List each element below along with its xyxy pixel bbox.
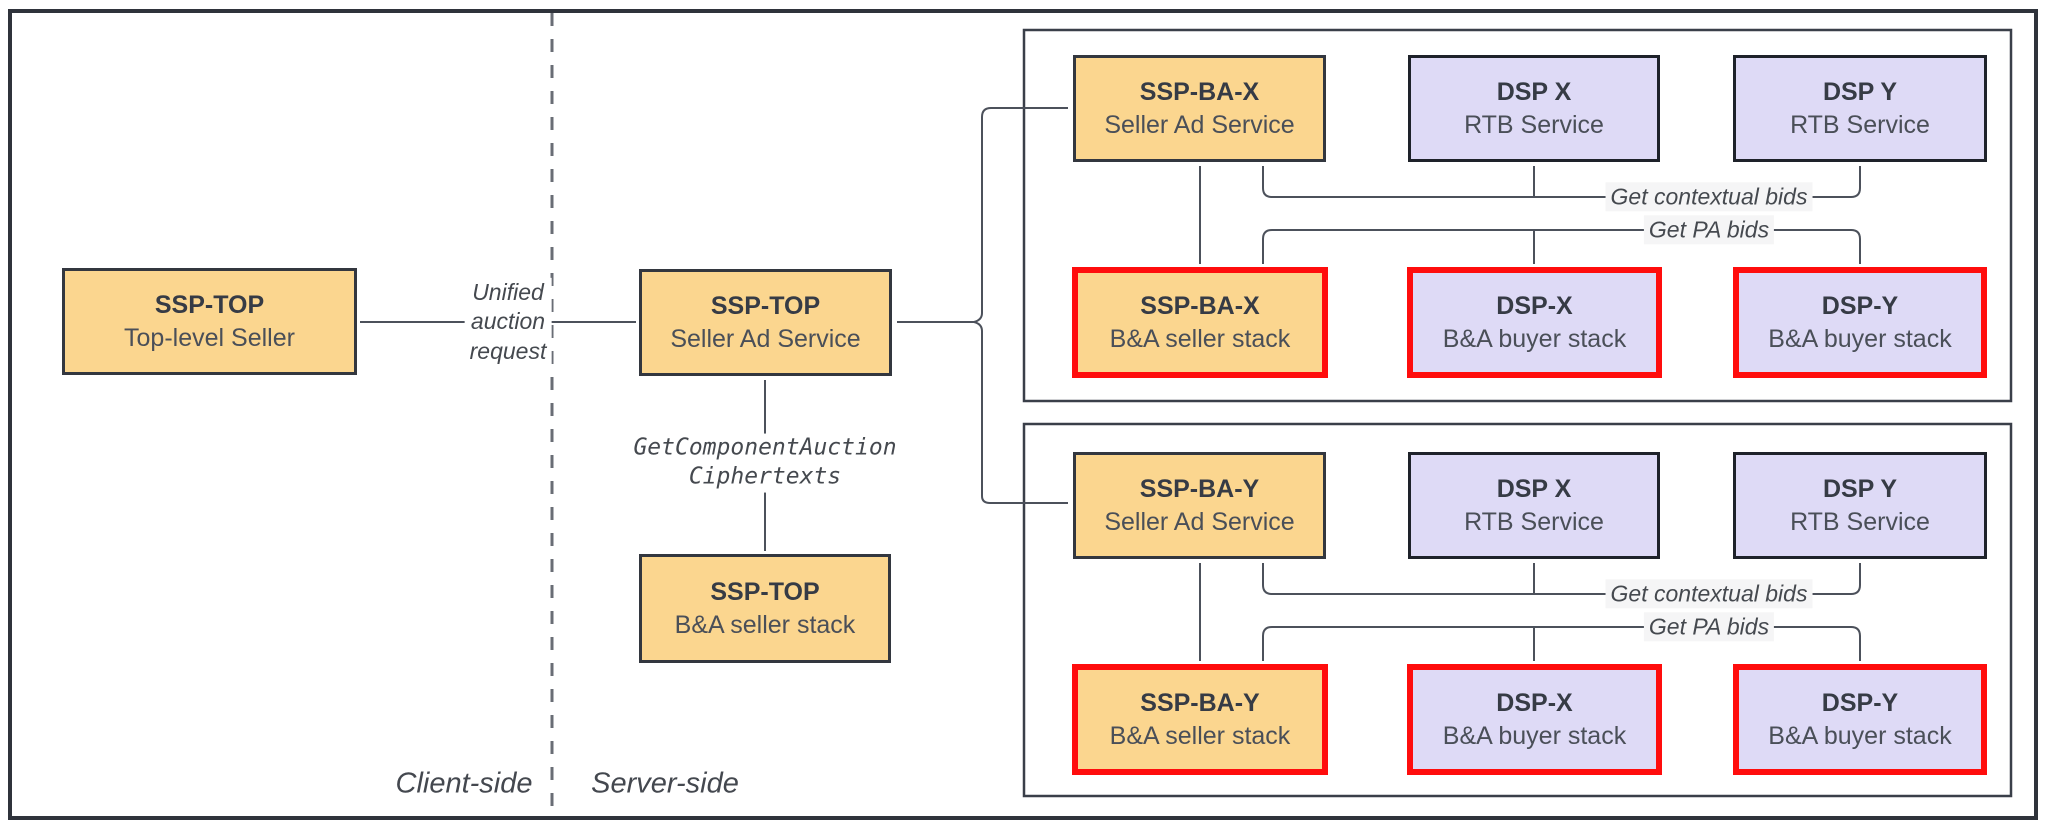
node-title: DSP Y xyxy=(1822,474,1898,503)
zone-label-server-side: Server-side xyxy=(591,767,739,800)
node-x-dsp-y-rtb-service: DSP Y RTB Service xyxy=(1733,55,1987,162)
node-ssp-top-seller-ad-service: SSP-TOP Seller Ad Service xyxy=(639,269,892,376)
connector-x-pa-bids xyxy=(1262,229,1861,264)
node-ssp-ba-x-ba-seller-stack: SSP-BA-X B&A seller stack xyxy=(1072,267,1328,378)
edge-label-x-get-contextual-bids: Get contextual bids xyxy=(1605,182,1813,212)
edge-label-y-get-contextual-bids: Get contextual bids xyxy=(1605,579,1813,609)
connector-y-pa-bids xyxy=(1262,626,1861,661)
node-title: DSP-Y xyxy=(1821,688,1899,717)
edge-label-y-get-pa-bids: Get PA bids xyxy=(1643,612,1775,642)
connector-y-contextual-bids xyxy=(1262,563,1861,595)
connector-x-contextual-bids xyxy=(1262,166,1861,198)
node-title: SSP-BA-X xyxy=(1140,291,1260,320)
node-y-dsp-x-ba-buyer-stack: DSP-X B&A buyer stack xyxy=(1407,664,1662,775)
node-title: SSP-BA-X xyxy=(1139,77,1260,106)
node-x-dsp-y-ba-buyer-stack: DSP-Y B&A buyer stack xyxy=(1733,267,1987,378)
node-title: DSP X xyxy=(1496,77,1572,106)
node-title: DSP-Y xyxy=(1821,291,1899,320)
node-subtitle: RTB Service xyxy=(1790,507,1930,536)
node-subtitle: B&A buyer stack xyxy=(1768,324,1952,353)
node-ssp-top-top-level-seller: SSP-TOP Top-level Seller xyxy=(62,268,357,375)
connector-trunk-to-component-sellers xyxy=(973,107,1068,504)
node-subtitle: RTB Service xyxy=(1790,110,1930,139)
node-title: DSP X xyxy=(1496,474,1572,503)
node-y-dsp-y-rtb-service: DSP Y RTB Service xyxy=(1733,452,1987,559)
zone-label-client-side: Client-side xyxy=(395,767,533,800)
node-title: DSP-X xyxy=(1496,291,1573,320)
node-ssp-ba-y-seller-ad-service: SSP-BA-Y Seller Ad Service xyxy=(1073,452,1326,559)
node-title: SSP-TOP xyxy=(154,290,265,319)
node-title: DSP Y xyxy=(1822,77,1898,106)
node-title: SSP-TOP xyxy=(710,291,821,320)
edge-label-get-component-auction-ciphertexts: GetComponentAuction Ciphertexts xyxy=(628,433,902,493)
node-title: SSP-TOP xyxy=(710,577,820,606)
diagram-outer-border xyxy=(8,9,2038,820)
node-subtitle: Top-level Seller xyxy=(124,323,295,352)
node-x-dsp-x-ba-buyer-stack: DSP-X B&A buyer stack xyxy=(1407,267,1662,378)
node-subtitle: B&A seller stack xyxy=(1109,324,1291,353)
node-subtitle: Seller Ad Service xyxy=(670,324,861,353)
node-subtitle: B&A buyer stack xyxy=(1442,721,1627,750)
node-subtitle: Seller Ad Service xyxy=(1104,110,1295,139)
node-title: SSP-BA-Y xyxy=(1140,688,1260,717)
node-y-dsp-x-rtb-service: DSP X RTB Service xyxy=(1408,452,1660,559)
node-subtitle: RTB Service xyxy=(1464,110,1604,139)
node-ssp-top-ba-seller-stack: SSP-TOP B&A seller stack xyxy=(639,554,891,663)
node-subtitle: Seller Ad Service xyxy=(1104,507,1295,536)
node-title: DSP-X xyxy=(1496,688,1573,717)
node-subtitle: B&A buyer stack xyxy=(1768,721,1952,750)
edge-label-x-get-pa-bids: Get PA bids xyxy=(1643,215,1775,245)
panel-ssp-ba-x xyxy=(1022,28,2013,403)
node-ssp-ba-y-ba-seller-stack: SSP-BA-Y B&A seller stack xyxy=(1072,664,1328,775)
edge-label-unified-auction-request: Unified auction request xyxy=(464,277,552,367)
node-subtitle: B&A buyer stack xyxy=(1442,324,1627,353)
node-subtitle: RTB Service xyxy=(1464,507,1604,536)
panel-ssp-ba-y xyxy=(1022,422,2013,798)
node-x-dsp-x-rtb-service: DSP X RTB Service xyxy=(1408,55,1660,162)
node-subtitle: B&A seller stack xyxy=(674,610,856,639)
node-ssp-ba-x-seller-ad-service: SSP-BA-X Seller Ad Service xyxy=(1073,55,1326,162)
node-y-dsp-y-ba-buyer-stack: DSP-Y B&A buyer stack xyxy=(1733,664,1987,775)
node-title: SSP-BA-Y xyxy=(1139,474,1260,503)
node-subtitle: B&A seller stack xyxy=(1109,721,1291,750)
